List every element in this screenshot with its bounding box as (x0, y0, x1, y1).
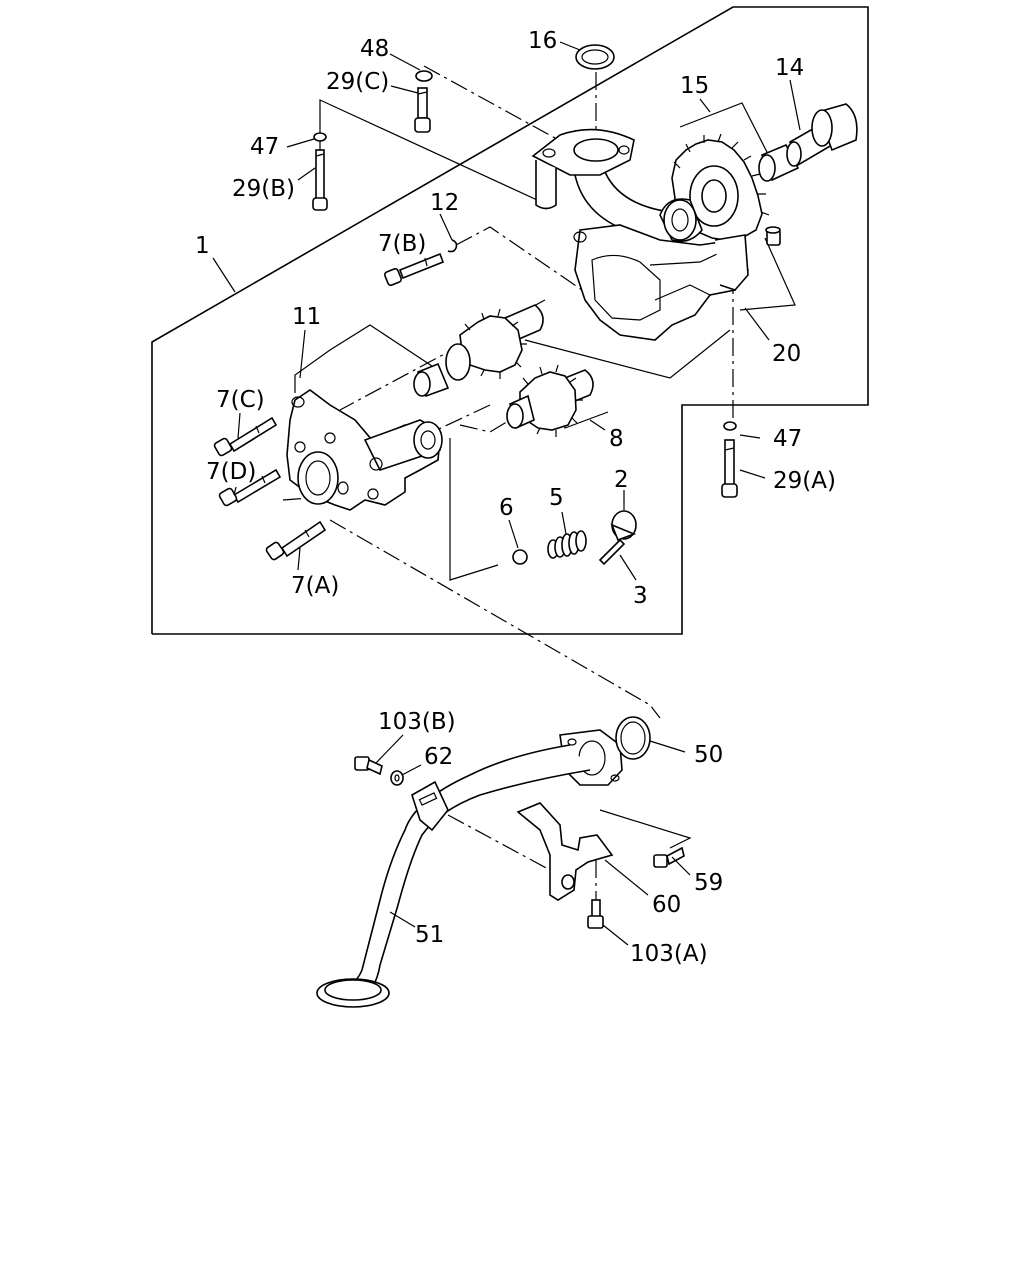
label-8: 8 (609, 426, 624, 452)
label-29a: 29(A) (773, 468, 836, 494)
label-103b: 103(B) (378, 709, 456, 735)
pin-20 (765, 226, 781, 246)
bolt-103a (587, 899, 604, 929)
washer-47-upper (313, 132, 327, 142)
bolt-7a (265, 520, 327, 561)
bushing-11 (413, 362, 450, 398)
label-6: 6 (499, 495, 514, 521)
assembly-outline (151, 6, 869, 635)
bolt-7c (213, 416, 278, 457)
shaft-14 (786, 103, 858, 167)
label-47-lower: 47 (773, 426, 802, 452)
plug-2 (610, 510, 637, 542)
bolt-29b (312, 149, 328, 211)
label-7d: 7(D) (206, 459, 256, 485)
clip-12 (447, 239, 458, 253)
label-29b: 29(B) (232, 176, 295, 202)
label-16: 16 (528, 28, 557, 54)
label-7a: 7(A) (291, 573, 339, 599)
label-5: 5 (549, 485, 564, 511)
bolt-29c (414, 87, 431, 133)
washer-47-lower (723, 421, 737, 431)
label-20: 20 (772, 341, 801, 367)
label-3: 3 (633, 583, 648, 609)
label-50: 50 (694, 742, 723, 768)
label-2: 2 (614, 467, 629, 493)
label-60: 60 (652, 892, 681, 918)
label-1: 1 (195, 233, 210, 259)
spring-5 (547, 530, 587, 559)
label-29c: 29(C) (326, 69, 389, 95)
pump-body-upper (573, 224, 749, 341)
label-7b: 7(B) (378, 231, 426, 257)
pin-3 (598, 538, 626, 566)
bolt-7b (383, 252, 445, 287)
driven-gear-8 (506, 364, 594, 437)
leader-lines (212, 41, 801, 946)
gasket-50 (615, 716, 651, 760)
bracket-60 (516, 802, 614, 901)
washer-62 (390, 770, 404, 786)
driver-gear-11 (445, 304, 544, 381)
callout-labels: 48 29(C) 16 15 14 47 29(B) 12 7(B) 1 11 … (195, 28, 836, 967)
label-103a: 103(A) (630, 941, 708, 967)
pipe-clamp (411, 780, 449, 832)
ball-6 (512, 549, 528, 565)
pump-cover (286, 389, 443, 511)
bolt-29a (721, 439, 738, 498)
label-51: 51 (415, 922, 444, 948)
gasket-ring-16 (575, 44, 615, 70)
label-14: 14 (775, 55, 804, 81)
label-11: 11 (292, 304, 321, 330)
label-59: 59 (694, 870, 723, 896)
bolt-59 (653, 846, 685, 868)
strainer-pipe-51 (316, 729, 623, 1008)
label-15: 15 (680, 73, 709, 99)
bolt-7d (218, 468, 282, 507)
drive-gear-15 (659, 133, 770, 243)
label-47-upper: 47 (250, 134, 279, 160)
bolt-103b (354, 756, 383, 776)
label-62: 62 (424, 744, 453, 770)
label-7c: 7(C) (216, 387, 265, 413)
washer-48 (415, 70, 433, 82)
label-48: 48 (360, 36, 389, 62)
outlet-pipe-flange (531, 128, 671, 246)
label-12: 12 (430, 190, 459, 216)
